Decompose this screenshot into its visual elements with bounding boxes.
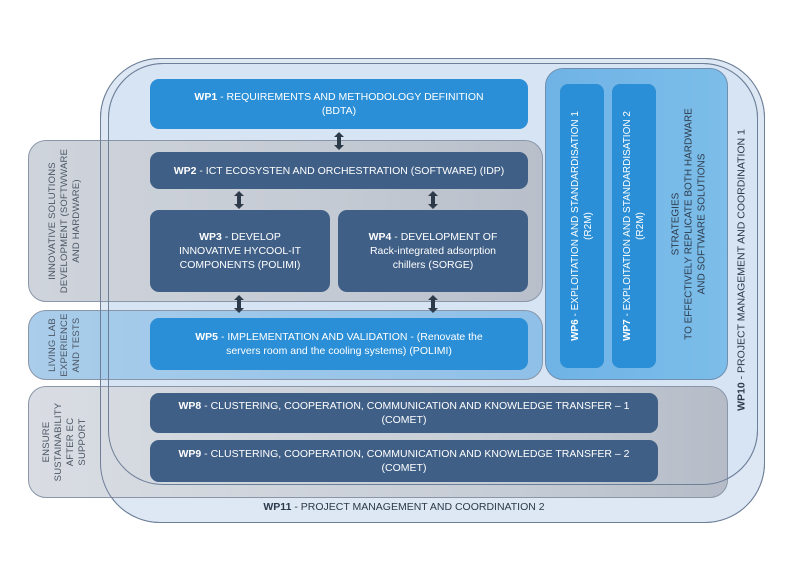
- strategies-line3: AND SOFTWARE SOLUTIONS: [696, 153, 708, 295]
- arrow-wp2-wp4-icon: [428, 191, 438, 209]
- wp10-label-wrap: WP10 - PROJECT MANAGEMENT AND COORDINATI…: [730, 70, 754, 470]
- wp5-id: WP5: [195, 331, 219, 343]
- strategies-line2: TO EFFECTIVELY REPLICATE BOTH HARDWARE: [683, 108, 695, 340]
- wp1-id: WP1: [194, 91, 218, 103]
- wp4-box[interactable]: WP4 - DEVELOPMENT OF Rack-integrated ads…: [338, 210, 528, 292]
- wp4-line3: chillers (SORGE): [392, 259, 474, 271]
- band-living-label: LIVING LAB EXPERIENCE AND TESTS: [47, 313, 83, 376]
- wp2-line1: WP2 - ICT ECOSYSTEN AND ORCHESTRATION (S…: [174, 164, 505, 178]
- wp5-line2: servers room and the cooling systems) (P…: [226, 345, 452, 357]
- wp8-line1: WP8 - CLUSTERING, COOPERATION, COMMUNICA…: [179, 399, 630, 413]
- wp1-line1: WP1 - REQUIREMENTS AND METHODOLOGY DEFIN…: [194, 90, 483, 104]
- strategies-label: STRATEGIES TO EFFECTIVELY REPLICATE BOTH…: [670, 108, 709, 340]
- band-ensure-label-wrap: ENSURE SUSTAINABILITY AFTER EC SUPPORT: [29, 387, 101, 497]
- wp3-id: WP3: [199, 231, 222, 243]
- arrow-wp1-wp2-icon: [334, 132, 344, 150]
- band-living-line2: EXPERIENCE: [59, 313, 70, 377]
- wp6-title: - EXPLOITATION AND STANDARDISATION 1: [570, 111, 581, 320]
- band-ensure-line1: ENSURE: [41, 421, 52, 463]
- wp10-label: WP10 - PROJECT MANAGEMENT AND COORDINATI…: [736, 129, 749, 411]
- strategies-label-wrap: STRATEGIES TO EFFECTIVELY REPLICATE BOTH…: [664, 69, 714, 379]
- wp10-title: - PROJECT MANAGEMENT AND COORDINATION 1: [735, 129, 748, 383]
- wp11-title: - PROJECT MANAGEMENT AND COORDINATION 2: [291, 501, 545, 513]
- arrow-wp3-wp5-icon: [234, 295, 244, 313]
- wp2-box[interactable]: WP2 - ICT ECOSYSTEN AND ORCHESTRATION (S…: [150, 152, 528, 189]
- wp7-partner: (R2M): [635, 212, 646, 240]
- wp6-partner: (R2M): [583, 212, 594, 240]
- wp6-label: WP6 - EXPLOITATION AND STANDARDISATION 1…: [569, 111, 595, 341]
- wp2-title: - ICT ECOSYSTEN AND ORCHESTRATION (SOFTW…: [196, 164, 505, 177]
- wp4-line2: Rack-integrated adsorption: [369, 245, 497, 257]
- arrow-wp2-wp3-icon: [234, 191, 244, 209]
- wp3-box[interactable]: WP3 - DEVELOP INNOVATIVE HYCOOL-IT COMPO…: [150, 210, 330, 292]
- wp8-box[interactable]: WP8 - CLUSTERING, COOPERATION, COMMUNICA…: [150, 393, 658, 433]
- wp10-id: WP10: [735, 382, 748, 411]
- band-ensure-label: ENSURE SUSTAINABILITY AFTER EC SUPPORT: [41, 403, 89, 482]
- wp2-id: WP2: [173, 164, 197, 177]
- wp9-id: WP9: [178, 448, 202, 460]
- wp5-line1: WP5 - IMPLEMENTATION AND VALIDATION - (R…: [195, 330, 482, 344]
- wp1-title: - REQUIREMENTS AND METHODOLOGY DEFINITIO…: [217, 91, 484, 103]
- wp6-box[interactable]: WP6 - EXPLOITATION AND STANDARDISATION 1…: [560, 84, 604, 368]
- wp4-id: WP4: [368, 231, 392, 243]
- band-ensure-line4: SUPPORT: [77, 418, 88, 466]
- wp3-line3: COMPONENTS (POLIMI): [179, 259, 301, 271]
- wp4-title: - DEVELOPMENT OF: [391, 231, 498, 243]
- wp1-box[interactable]: WP1 - REQUIREMENTS AND METHODOLOGY DEFIN…: [150, 79, 528, 129]
- band-living-line3: AND TESTS: [71, 317, 82, 373]
- wp7-label: WP7 - EXPLOITATION AND STANDARDISATION 2…: [621, 111, 647, 341]
- band-ensure-line3: AFTER EC: [65, 417, 76, 467]
- wp8-partner: (COMET): [381, 414, 427, 426]
- wp9-title: - CLUSTERING, COOPERATION, COMMUNICATION…: [201, 448, 630, 460]
- arrow-wp4-wp5-icon: [428, 295, 438, 313]
- wp3-title: - DEVELOP: [221, 231, 281, 243]
- wp9-box[interactable]: WP9 - CLUSTERING, COOPERATION, COMMUNICA…: [150, 440, 658, 482]
- wp7-line1: WP7 - EXPLOITATION AND STANDARDISATION 2: [621, 111, 634, 341]
- wp7-box[interactable]: WP7 - EXPLOITATION AND STANDARDISATION 2…: [612, 84, 656, 368]
- wp7-id: WP7: [622, 319, 633, 341]
- wp9-partner: (COMET): [381, 462, 427, 474]
- wp11-id: WP11: [263, 501, 292, 513]
- wp8-id: WP8: [178, 400, 202, 412]
- wp3-line1: WP3 - DEVELOP: [199, 230, 281, 244]
- band-ensure-line2: SUSTAINABILITY: [53, 402, 64, 482]
- band-living-line1: LIVING LAB: [47, 318, 58, 372]
- wp5-title: - IMPLEMENTATION AND VALIDATION - (Renov…: [218, 331, 483, 343]
- wp6-id: WP6: [570, 319, 581, 341]
- band-innovative-label: INNOVATIVE SOLUTIONS DEVELOPMENT (SOFTWW…: [47, 149, 83, 293]
- wp11-label: WP11 - PROJECT MANAGEMENT AND COORDINATI…: [150, 498, 658, 516]
- band-innovative-line2: DEVELOPMENT (SOFTWWARE: [59, 148, 70, 294]
- band-innovative-label-wrap: INNOVATIVE SOLUTIONS DEVELOPMENT (SOFTWW…: [29, 141, 101, 301]
- band-living-label-wrap: LIVING LAB EXPERIENCE AND TESTS: [29, 311, 101, 379]
- band-innovative-line1: INNOVATIVE SOLUTIONS: [47, 162, 58, 280]
- band-innovative-line3: AND HARDWARE): [71, 179, 82, 263]
- wp7-title: - EXPLOITATION AND STANDARDISATION 2: [622, 111, 633, 320]
- wp9-line1: WP9 - CLUSTERING, COOPERATION, COMMUNICA…: [179, 447, 630, 461]
- wp5-box[interactable]: WP5 - IMPLEMENTATION AND VALIDATION - (R…: [150, 318, 528, 370]
- wp1-partner: (BDTA): [321, 105, 357, 117]
- strategies-line1: STRATEGIES: [670, 192, 682, 256]
- wp4-line1: WP4 - DEVELOPMENT OF: [369, 230, 498, 244]
- wp8-title: - CLUSTERING, COOPERATION, COMMUNICATION…: [201, 400, 630, 412]
- wp3-line2: INNOVATIVE HYCOOL-IT: [178, 245, 302, 257]
- wp6-line1: WP6 - EXPLOITATION AND STANDARDISATION 1: [569, 111, 582, 341]
